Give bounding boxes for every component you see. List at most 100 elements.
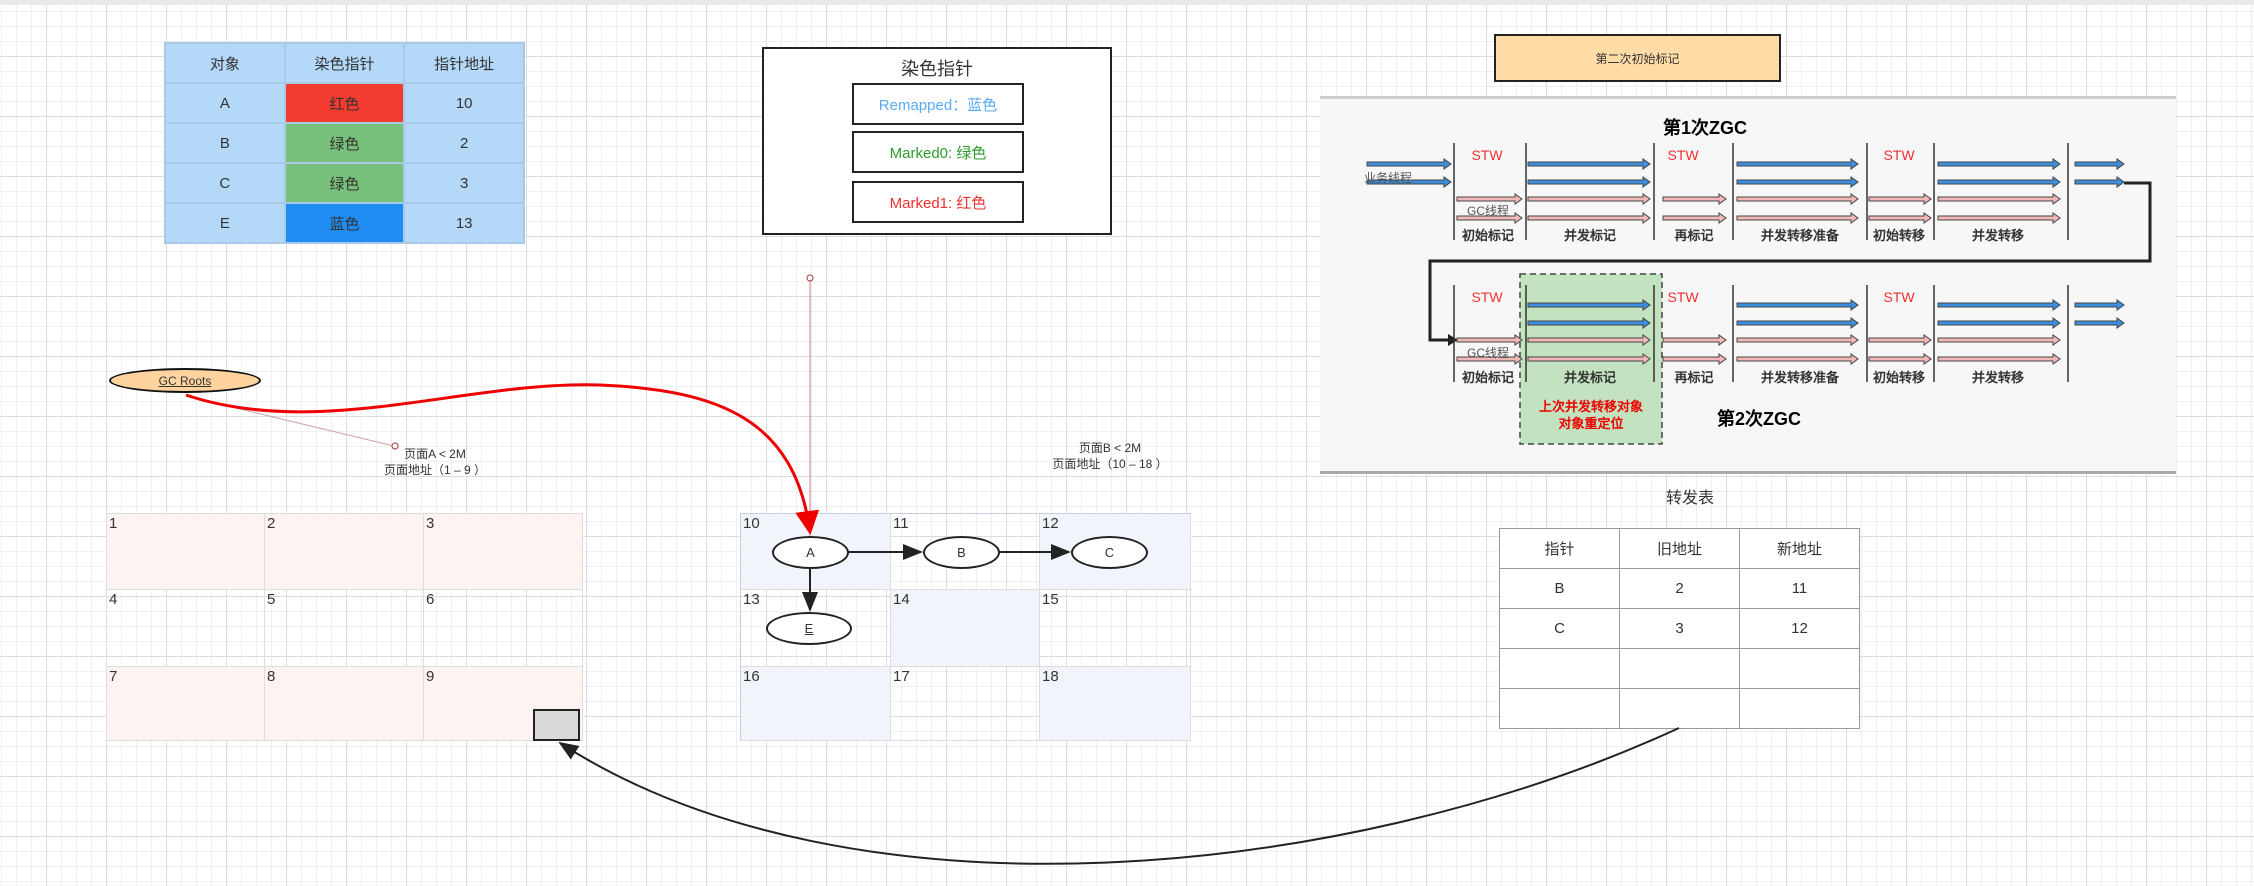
- page-cell: 16: [741, 667, 891, 741]
- thread-arrow: [1937, 334, 2061, 346]
- header-cell: 指针地址: [403, 42, 525, 84]
- page-a-label: 页面A < 2M 页面地址（1 – 9 ）: [360, 446, 510, 478]
- cell: 3: [1619, 608, 1740, 649]
- thread-arrow: [1456, 353, 1523, 365]
- thread-arrow: [1736, 158, 1859, 170]
- thread-arrow: [1736, 317, 1859, 329]
- thread-arrow: [2074, 317, 2125, 329]
- highlight-text-2: 对象重定位: [1558, 416, 1623, 431]
- thread-arrow: [1456, 212, 1523, 224]
- color-pointer-legend[interactable]: 染色指针 Remapped：蓝色 Marked0: 绿色 Marked1: 红色: [762, 47, 1112, 235]
- cell: 11: [1739, 568, 1860, 609]
- phase-label: 并发标记: [1564, 228, 1616, 243]
- object-e-node[interactable]: E: [766, 612, 852, 645]
- note-box[interactable]: 第二次初始标记: [1494, 34, 1781, 82]
- address-cell: 2: [403, 122, 525, 164]
- page-a-size: 页面A < 2M: [404, 447, 466, 461]
- page-cell: 5: [265, 590, 424, 667]
- object-cell: E: [164, 202, 286, 244]
- phase-label: 再标记: [1674, 370, 1713, 385]
- page-b-label: 页面B < 2M 页面地址（10 – 18 ）: [1030, 440, 1190, 472]
- page-cell: 7: [107, 667, 265, 741]
- stw-label: STW: [1471, 147, 1503, 163]
- link-endpoint: [806, 274, 814, 282]
- legend-title: 染色指针: [901, 59, 973, 79]
- thread-arrow: [1937, 212, 2061, 224]
- thread-arrow: [1937, 353, 2061, 365]
- thread-arrow: [1868, 193, 1932, 205]
- thread-arrow: [1527, 176, 1651, 188]
- thread-arrow: [1868, 212, 1932, 224]
- biz-thread-label: 业务线程: [1364, 170, 1412, 185]
- forward-table-to-page-a-arrow: [558, 727, 1680, 865]
- phase-label: 初始标记: [1462, 228, 1514, 243]
- stw-label: STW: [1883, 289, 1915, 305]
- thread-arrow: [1662, 193, 1727, 205]
- thread-arrow: [1527, 299, 1651, 311]
- page-cell: 14: [891, 590, 1040, 667]
- thread-arrow: [1456, 193, 1523, 205]
- legend-marked0[interactable]: Marked0: 绿色: [852, 131, 1024, 173]
- color-cell: 绿色: [283, 122, 406, 164]
- header-cell: 指针: [1499, 528, 1620, 569]
- page-cell: 13: [741, 590, 891, 667]
- phase-label: 再标记: [1674, 228, 1713, 243]
- page-cell: 4: [107, 590, 265, 667]
- gc-roots-to-a-arrow: [185, 383, 820, 535]
- cell: [1499, 688, 1620, 729]
- thread-arrow: [1736, 299, 1859, 311]
- gc-roots-node[interactable]: GC Roots: [109, 368, 261, 393]
- stw-label: STW: [1471, 289, 1503, 305]
- thread-arrow: [1366, 158, 1452, 170]
- object-b-node[interactable]: B: [923, 536, 1000, 569]
- cell: [1739, 688, 1860, 729]
- address-cell: 10: [403, 82, 525, 124]
- thread-arrow: [2074, 158, 2125, 170]
- page-cell: 18: [1040, 667, 1191, 741]
- page-a-range: 页面地址（1 – 9 ）: [383, 463, 487, 477]
- color-cell: 蓝色: [283, 202, 406, 244]
- phase-label: 并发转移: [1972, 370, 2024, 385]
- header-cell: 对象: [164, 42, 286, 84]
- legend-remapped[interactable]: Remapped：蓝色: [852, 83, 1024, 125]
- zgc-title-2: 第2次ZGC: [1717, 408, 1801, 429]
- thread-arrow: [1527, 193, 1651, 205]
- gc-thread-label: GC线程: [1467, 203, 1509, 218]
- address-cell: 3: [403, 162, 525, 204]
- address-cell: 13: [403, 202, 525, 244]
- forward-table-title: 转发表: [1665, 490, 1714, 507]
- object-a-node[interactable]: A: [772, 536, 849, 569]
- phase-label: 并发转移: [1972, 228, 2024, 243]
- thread-arrow: [1736, 193, 1859, 205]
- object-cell: C: [164, 162, 286, 204]
- cell: 12: [1739, 608, 1860, 649]
- cell: [1619, 688, 1740, 729]
- thread-arrow: [1662, 353, 1727, 365]
- thread-arrow: [1736, 353, 1859, 365]
- page-cell: 17: [891, 667, 1040, 741]
- object-c-node[interactable]: C: [1071, 536, 1148, 569]
- page-cell: 15: [1040, 590, 1191, 667]
- color-cell: 红色: [283, 82, 406, 124]
- thread-arrow: [1937, 176, 2061, 188]
- relocated-object-box[interactable]: [533, 709, 580, 741]
- highlight-text-1: 上次并发转移对象: [1539, 399, 1643, 414]
- phase-label: 并发转移准备: [1761, 370, 1840, 385]
- legend-marked1[interactable]: Marked1: 红色: [852, 181, 1024, 223]
- thread-arrow: [1366, 176, 1452, 188]
- top-bar: [0, 0, 2254, 5]
- thread-arrow: [1937, 158, 2061, 170]
- header-cell: 旧地址: [1619, 528, 1740, 569]
- thread-arrow: [1868, 353, 1932, 365]
- thread-arrow: [1937, 299, 2061, 311]
- phase-label: 初始转移: [1873, 228, 1925, 243]
- zgc-diagram-image[interactable]: [1320, 96, 2176, 474]
- cell: [1619, 648, 1740, 689]
- cell: 2: [1619, 568, 1740, 609]
- header-cell: 染色指针: [283, 42, 406, 84]
